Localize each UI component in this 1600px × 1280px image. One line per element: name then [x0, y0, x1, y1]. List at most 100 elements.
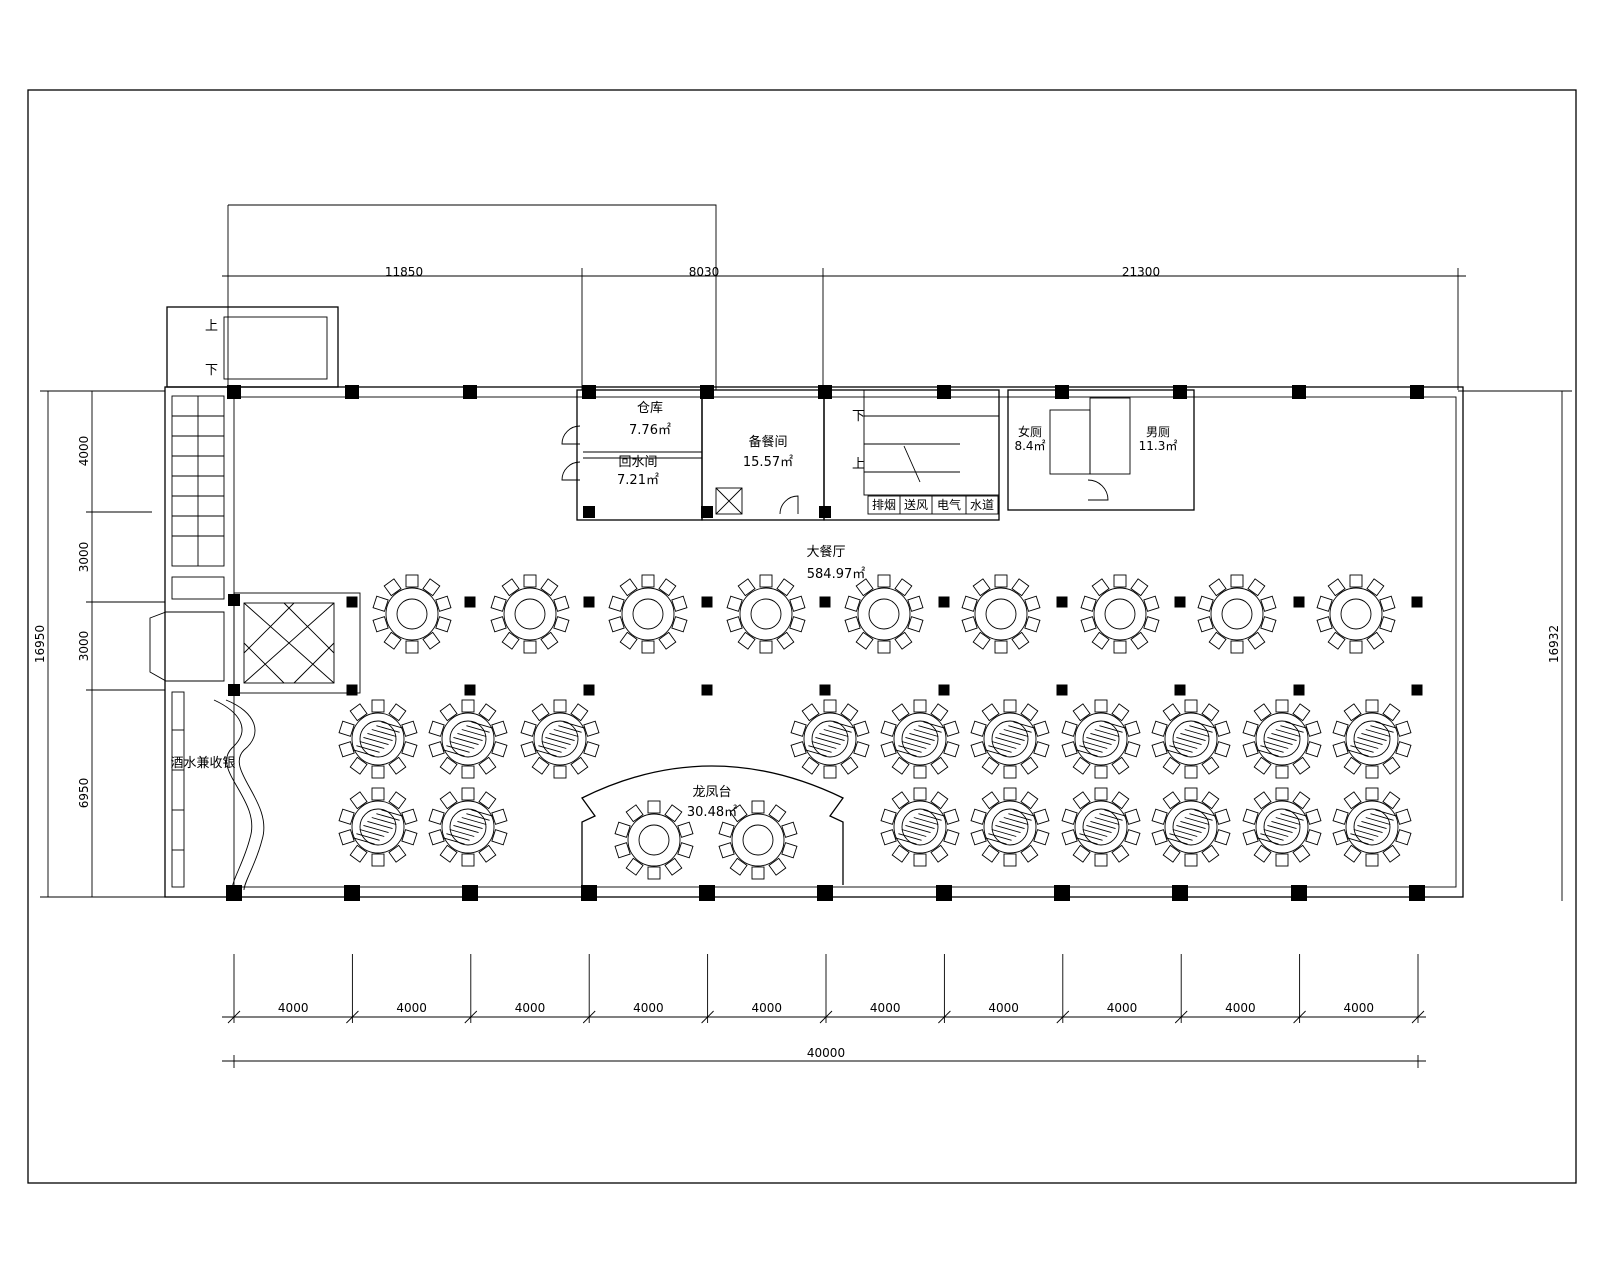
chair [1275, 765, 1289, 779]
table-hatch [1257, 837, 1279, 845]
dim-top-3: 21300 [1122, 265, 1160, 279]
chair [338, 808, 355, 825]
chair [619, 631, 638, 650]
table-top [739, 587, 793, 641]
table-hatch [1189, 725, 1213, 733]
table-center [359, 808, 397, 846]
table-top [441, 712, 495, 766]
chair [608, 595, 625, 612]
shaft-label-3: 电气 [937, 497, 961, 512]
table-top [1345, 800, 1399, 854]
chair [1201, 756, 1220, 775]
table-hatch [1285, 721, 1307, 729]
dining-table-hatched [428, 699, 508, 779]
table-top [627, 813, 681, 867]
bay-dimension-label: 4000 [1344, 1001, 1375, 1015]
table-hatch [1280, 813, 1304, 821]
chair [1395, 829, 1412, 846]
table-hatch [471, 809, 493, 817]
column [938, 684, 950, 696]
dining-table-hatched [1151, 787, 1231, 867]
chair [372, 595, 389, 612]
chair [1201, 703, 1220, 722]
chair [1061, 741, 1078, 758]
column [1056, 596, 1068, 608]
table-center [1104, 598, 1136, 630]
chair [1275, 787, 1289, 801]
table-hatch [1350, 745, 1374, 753]
column [701, 596, 713, 608]
dining-table [961, 574, 1041, 654]
column [701, 684, 713, 696]
table-hatch [1370, 725, 1394, 733]
table-top [731, 813, 785, 867]
table-top [803, 712, 857, 766]
chair [428, 741, 445, 758]
table-hatch [1172, 741, 1198, 749]
chair [1072, 791, 1091, 810]
chair [671, 616, 688, 633]
table-top [351, 712, 405, 766]
table-hatch [811, 741, 837, 749]
table-center [1353, 808, 1391, 846]
column [1173, 385, 1187, 399]
chair [1242, 808, 1259, 825]
dining-table [1197, 574, 1277, 654]
chair [1253, 703, 1272, 722]
table-center [1082, 720, 1120, 758]
left-corridor [149, 395, 361, 694]
chair [1365, 765, 1379, 779]
chair [1214, 808, 1231, 825]
bay-dimension-label: 4000 [515, 1001, 546, 1015]
chair [1003, 765, 1017, 779]
chair [855, 631, 874, 650]
dining-table [844, 574, 924, 654]
warehouse-area: 7.76㎡ [629, 423, 671, 438]
table-hatch [985, 749, 1007, 757]
column [346, 684, 358, 696]
table-center [991, 720, 1029, 758]
bay-dimension-label: 4000 [1225, 1001, 1256, 1015]
table-center [1340, 598, 1372, 630]
dining-table-hatched [880, 699, 960, 779]
chair [1382, 844, 1401, 863]
column [345, 385, 359, 399]
dim-bottom-total: 40000 [807, 1046, 845, 1060]
warehouse-name: 仓库 [637, 400, 663, 416]
table-hatch [1090, 820, 1116, 830]
chair [781, 842, 798, 859]
chair [625, 804, 644, 823]
chair [439, 791, 458, 810]
main-hall-name: 大餐厅 [806, 544, 845, 560]
structural-columns [226, 385, 1425, 901]
table-hatch [895, 749, 917, 757]
bay-dimension-ticks [227, 954, 1425, 1024]
column [1172, 885, 1188, 901]
column [1054, 885, 1070, 901]
chair [1242, 741, 1259, 758]
chair [338, 829, 355, 846]
table-hatch [1082, 829, 1108, 837]
table-hatch [538, 745, 562, 753]
table-hatch [1008, 813, 1032, 821]
bay-dimension-label: 4000 [396, 1001, 427, 1015]
chair [913, 853, 927, 867]
table-hatch [1076, 837, 1098, 845]
table-hatch [909, 732, 935, 742]
table-top [385, 587, 439, 641]
table-top [857, 587, 911, 641]
bay-tick-mark [701, 1010, 714, 1024]
table-hatch [558, 725, 582, 733]
chair [401, 720, 418, 737]
chair [981, 756, 1000, 775]
chair [1365, 853, 1379, 867]
chair [1111, 703, 1130, 722]
bay-tick-mark [1174, 1010, 1188, 1024]
chair [853, 741, 870, 758]
chair [1242, 829, 1259, 846]
table-hatch [1003, 729, 1029, 737]
table-hatch [1166, 837, 1188, 845]
chair [1151, 741, 1168, 758]
chair [540, 631, 559, 650]
chair [930, 703, 949, 722]
